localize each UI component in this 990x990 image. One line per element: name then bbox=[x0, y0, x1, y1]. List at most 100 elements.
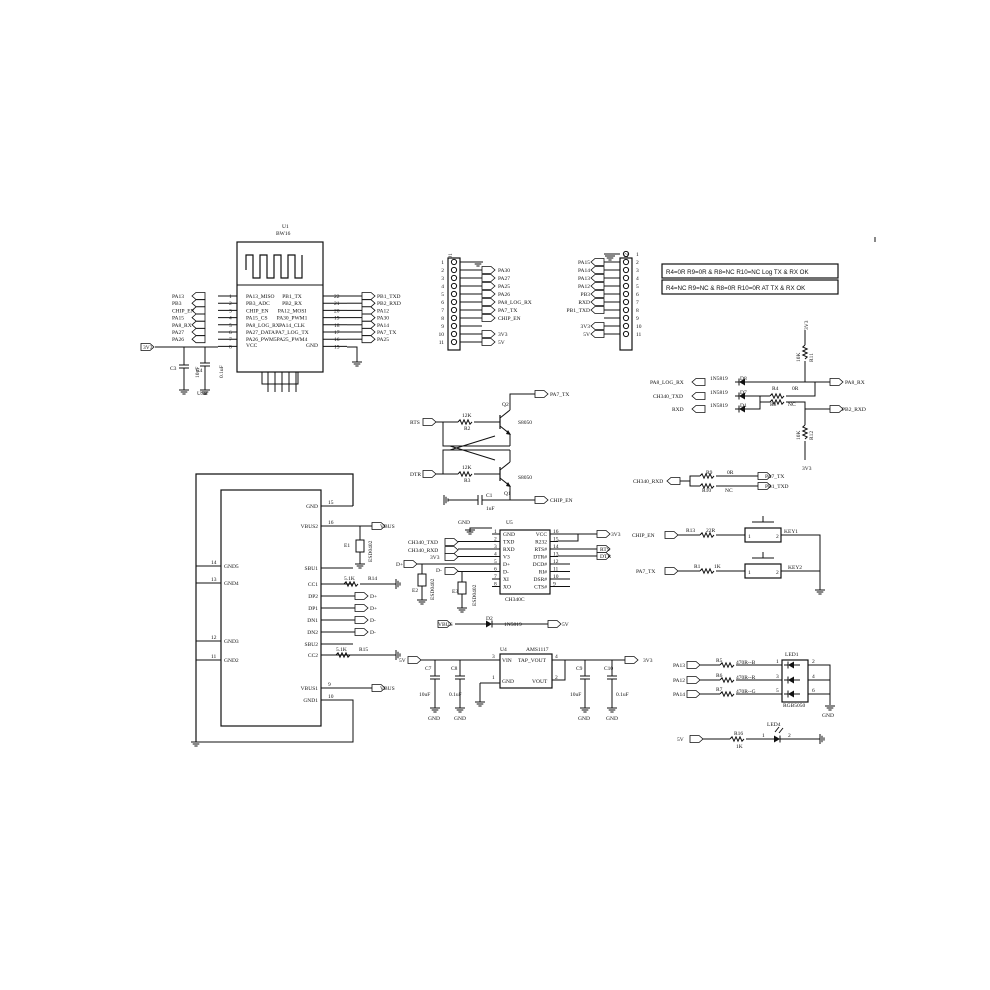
ch340-dplus: D+ bbox=[396, 562, 403, 568]
u1-right-net: PA7_TX bbox=[377, 330, 396, 336]
tx-out1: PA7_TX bbox=[765, 474, 784, 480]
antenna-icon bbox=[245, 254, 303, 279]
header-pin-circle bbox=[622, 250, 630, 258]
usb-data-tag: D+ bbox=[370, 606, 377, 612]
ch340-left-num: 8 bbox=[494, 582, 497, 588]
u1-left-net: PA8_RX bbox=[172, 323, 192, 329]
led4-p1: 1 bbox=[762, 733, 765, 739]
u1-power-net: 3V3 bbox=[143, 345, 153, 351]
header-net: PA25 bbox=[498, 284, 510, 290]
ar-q1-part: S8050 bbox=[518, 475, 532, 481]
rx-r12-val: 10K bbox=[796, 431, 802, 441]
usb-data-tag: D+ bbox=[370, 594, 377, 600]
u1-left-pin-name: CHIP_EN bbox=[246, 308, 269, 314]
ch340-d2-part: 1N5819 bbox=[504, 622, 522, 628]
u1-left-net: PA15 bbox=[172, 316, 184, 322]
u1-ref: U1 bbox=[282, 224, 289, 230]
u1-right-pin-num: 17 bbox=[334, 330, 340, 336]
header-pin-num: 8 bbox=[441, 316, 444, 322]
ch340-right-pin: RI# bbox=[539, 570, 548, 576]
key1-pin1: 1 bbox=[748, 534, 751, 540]
ldo-gnd-lbl-1: GND bbox=[428, 716, 440, 722]
usb-pin-name: DN1 bbox=[307, 618, 318, 624]
tx-r10-val: NC bbox=[725, 488, 733, 494]
header-net: PA14 bbox=[578, 268, 590, 274]
ldo-gnd-lbl-3: GND bbox=[578, 716, 590, 722]
header-net: PA8_LOG_RX bbox=[498, 300, 532, 306]
usb-pin-name: CC2 bbox=[308, 653, 318, 659]
header-net: 5V bbox=[498, 340, 505, 346]
ch340-right-pin: R232 bbox=[535, 540, 547, 546]
ldo-out-net: 3V3 bbox=[643, 658, 653, 664]
u1-part: BW16 bbox=[276, 231, 291, 237]
header-pin-num: 7 bbox=[441, 308, 444, 314]
u1-left-net: CHIP_EN bbox=[172, 308, 195, 314]
header-net: CHIP_EN bbox=[498, 316, 521, 322]
u1-gnd-label: GND bbox=[306, 343, 318, 349]
rx-r8: R8 bbox=[770, 402, 777, 408]
ldo-part: AMS1117 bbox=[526, 647, 549, 653]
rx-d2-part: 1N5819 bbox=[710, 390, 728, 396]
key2-pin2: 2 bbox=[776, 570, 779, 576]
key2-pin1: 1 bbox=[748, 570, 751, 576]
usb-pin-name: GND bbox=[306, 504, 318, 510]
header-pin-circle bbox=[622, 306, 630, 314]
ldo-c9: C9 bbox=[576, 666, 583, 672]
header-pin-num: 4 bbox=[636, 276, 639, 282]
rgb-ref: LED1 bbox=[785, 652, 799, 658]
ch340-left-num: 4 bbox=[494, 552, 497, 558]
key1-pin2: 2 bbox=[776, 534, 779, 540]
header-pin-num: 1 bbox=[636, 252, 639, 258]
u1-left-pin-num: 4 bbox=[229, 316, 232, 322]
usb-r15: R15 bbox=[359, 647, 368, 653]
header-pin-num: 1 bbox=[441, 260, 444, 266]
u1-right-net: PB1_TXD bbox=[377, 294, 401, 300]
u1-right-pin-num: 16 bbox=[334, 337, 340, 343]
ch340-left-pin: XI bbox=[503, 577, 509, 583]
ch340-right-pin: VCC bbox=[536, 532, 548, 538]
config-note-box: R4=0R R9=0R & R8=NC R10=NC Log TX & RX O… bbox=[661, 237, 876, 295]
ar-dtr: DTR bbox=[410, 472, 421, 478]
header-pin-circle bbox=[450, 282, 458, 290]
u1-left-net: PA13 bbox=[172, 294, 184, 300]
u1-cap-val-1: 10uF bbox=[195, 367, 201, 378]
header-pin-num: 5 bbox=[636, 284, 639, 290]
rgb-pin-num: 2 bbox=[812, 659, 815, 665]
tx-in: CH340_RXD bbox=[633, 479, 663, 485]
u1-left-pin-num: 5 bbox=[229, 323, 232, 329]
header-pin-num: 10 bbox=[439, 332, 445, 338]
usb-data-tag: D- bbox=[370, 630, 376, 636]
rgb-pin-num: 1 bbox=[776, 659, 779, 665]
u1-c4: C4 bbox=[196, 368, 203, 374]
ch340-left-pin: RXD bbox=[503, 547, 515, 553]
rgb-pin-num: 4 bbox=[812, 674, 815, 680]
u1-cap-val-2: 0.1uF bbox=[219, 365, 225, 378]
u1-right-pin-name: PA7_LOG_TX bbox=[275, 330, 308, 336]
ldo-c10: C10 bbox=[604, 666, 613, 672]
key-r1: R1 bbox=[694, 564, 701, 570]
u1-left-pin-name: PA13_MISO bbox=[246, 294, 275, 300]
config-note-1: R4=0R R9=0R & R8=NC R10=NC Log TX & RX O… bbox=[666, 269, 809, 276]
u1-left-pin-num: 6 bbox=[229, 330, 232, 336]
header-pin-num: 10 bbox=[636, 324, 642, 330]
header-pin-num: 8 bbox=[636, 308, 639, 314]
ar-r3: R3 bbox=[464, 478, 471, 484]
ch340-e2: E2 bbox=[412, 588, 418, 594]
header-pin-num: 11 bbox=[636, 332, 642, 338]
tx-r9-val: 0R bbox=[727, 470, 734, 476]
rgb-part: RGB5050 bbox=[783, 703, 806, 709]
u1-right-pin-name: PB1_TX bbox=[282, 294, 302, 300]
led4-p2: 2 bbox=[788, 733, 791, 739]
header-net: PB1_TXD bbox=[566, 308, 590, 314]
u1-right-pin-num: 18 bbox=[334, 323, 340, 329]
ar-q1: Q1 bbox=[504, 491, 511, 497]
usb-left-pin-name: GND3 bbox=[224, 639, 239, 645]
tx-r9: R9 bbox=[706, 470, 713, 476]
rx-r4-val: 0R bbox=[792, 386, 799, 392]
header-pin-num: 7 bbox=[636, 300, 639, 306]
header-pin-num: 9 bbox=[636, 316, 639, 322]
usb-left-pin-num: 11 bbox=[211, 654, 217, 660]
ch340-gnd-net: GND bbox=[458, 520, 470, 526]
ar-rts: RTS bbox=[410, 420, 420, 426]
